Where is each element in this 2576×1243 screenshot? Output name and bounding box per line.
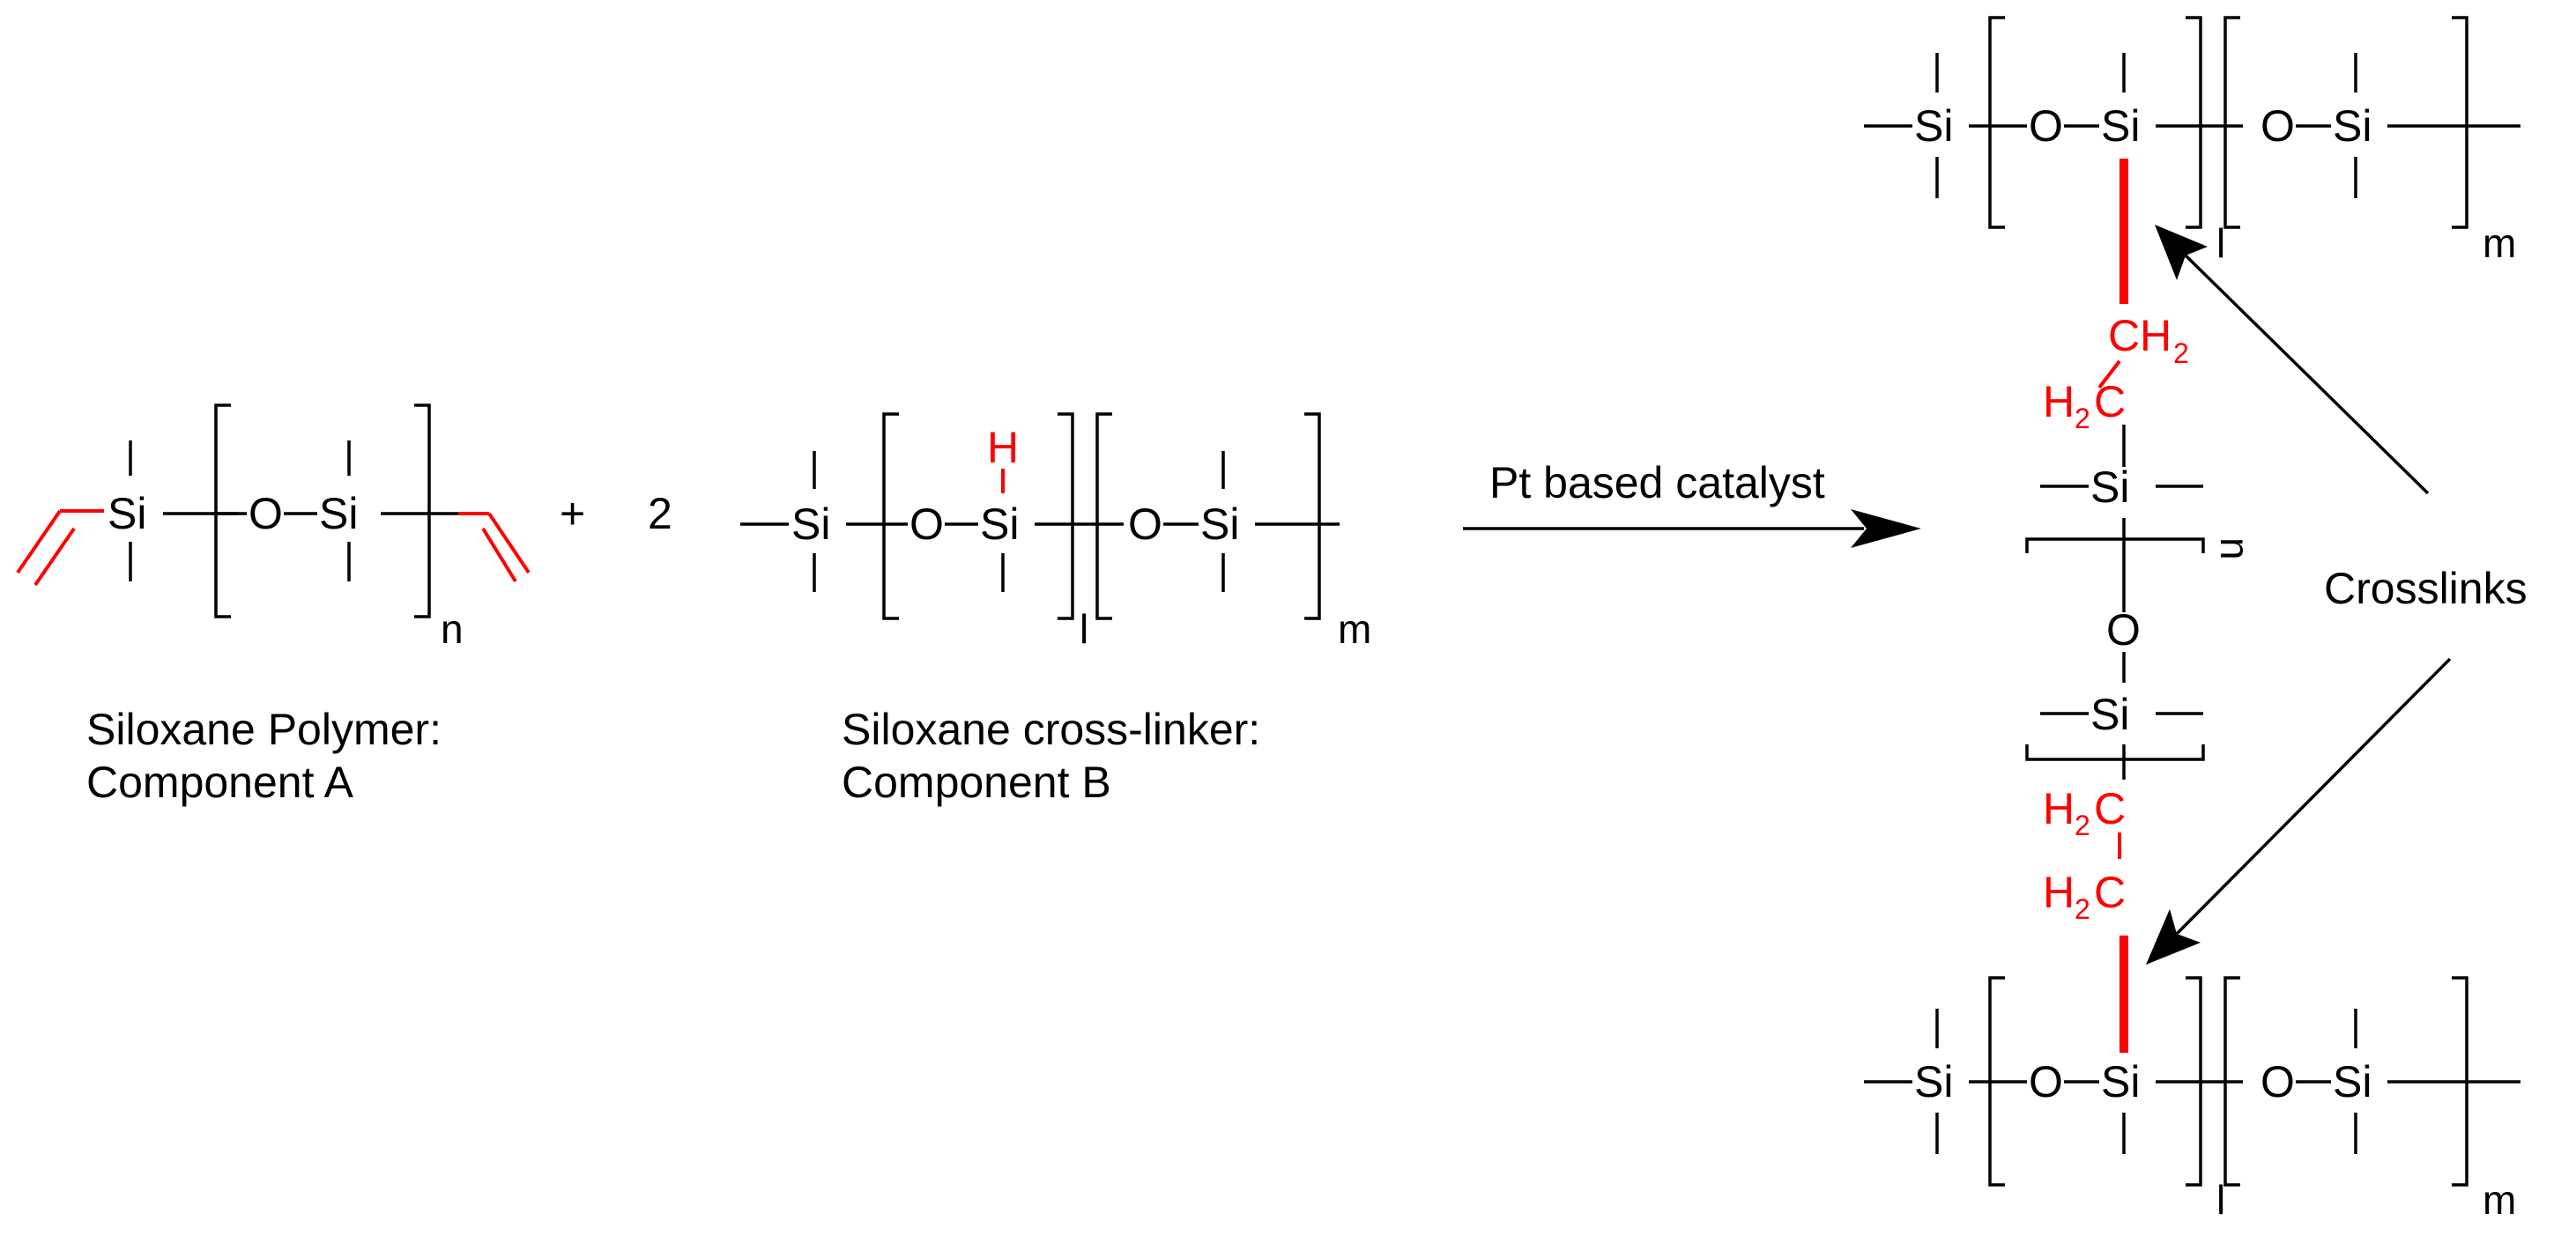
crosslink-lower: H 2 C H 2 C: [2043, 784, 2128, 1053]
atom-o: O: [2106, 605, 2141, 655]
atom-c: C: [2094, 784, 2126, 833]
component-a-caption-line2: Component A: [86, 758, 354, 807]
atom-c: C: [2094, 868, 2126, 917]
atom-si: Si: [1200, 499, 1239, 549]
component-b-structure: Si O H Si l O Si m: [740, 412, 1371, 652]
vinyl-group-left: [16, 509, 104, 587]
atom-o: O: [249, 489, 283, 538]
subscript-2: 2: [2173, 337, 2189, 369]
reaction-arrow: [1463, 509, 1921, 548]
atom-si: Si: [319, 489, 358, 538]
repeat-bracket-m-left: [1095, 412, 1112, 620]
atom-h: H: [2140, 311, 2171, 360]
atom-si: Si: [2333, 1057, 2372, 1106]
repeat-index-n: n: [441, 606, 464, 652]
crosslink-arrow-upper: [2155, 225, 2430, 495]
subscript-2: 2: [2075, 810, 2090, 841]
atom-si: Si: [791, 499, 830, 549]
crosslink-upper: C H 2 H 2 C: [2043, 159, 2189, 467]
atom-si: Si: [980, 499, 1019, 549]
atom-h: H: [2043, 784, 2075, 833]
atom-o: O: [2029, 1057, 2063, 1106]
atom-si: Si: [2090, 462, 2129, 512]
atom-si: Si: [2090, 690, 2129, 739]
repeat-index-m: m: [2483, 220, 2516, 266]
crosslink-arrow-lower: [2146, 657, 2452, 965]
component-b-caption-line1: Siloxane cross-linker:: [842, 705, 1260, 754]
repeat-bracket-m-right: [1304, 412, 1321, 620]
atom-o: O: [909, 499, 944, 549]
atom-o: O: [1128, 499, 1162, 549]
component-b-caption-line2: Component B: [842, 758, 1111, 807]
atom-c: C: [2108, 311, 2140, 360]
atom-o: O: [2260, 101, 2295, 151]
atom-si: Si: [2101, 1057, 2140, 1106]
subscript-2: 2: [2075, 403, 2090, 434]
stoichiometric-coefficient: 2: [648, 489, 672, 538]
repeat-bracket-right: [414, 403, 431, 618]
atom-h: H: [2043, 377, 2075, 426]
repeat-bracket-left: [214, 403, 231, 618]
repeat-bracket-l-right: [1058, 412, 1074, 620]
atom-si: Si: [1914, 1057, 1953, 1106]
atom-si: Si: [2101, 101, 2140, 151]
repeat-index-m: m: [2483, 1177, 2516, 1223]
component-a-caption-line1: Siloxane Polymer:: [86, 705, 442, 754]
atom-h: H: [2043, 868, 2075, 917]
repeat-index-l: l: [2216, 1177, 2225, 1223]
catalyst-label: Pt based catalyst: [1489, 458, 1825, 507]
atom-o: O: [2260, 1057, 2295, 1106]
repeat-index-l: l: [2216, 220, 2225, 266]
product-bottom-chain: Si O Si l O Si m: [1864, 976, 2520, 1223]
middle-siloxane-unit: Si n O Si: [2025, 462, 2258, 780]
repeat-index-n: n: [2212, 537, 2258, 560]
component-a-structure: Si O Si n: [16, 403, 531, 652]
atom-si: Si: [2333, 101, 2372, 151]
atom-c: C: [2094, 377, 2126, 426]
crosslinks-label: Crosslinks: [2324, 564, 2528, 613]
atom-si: Si: [1914, 101, 1953, 151]
atom-o: O: [2029, 101, 2063, 151]
product-top-chain: Si O Si l O Si m: [1864, 16, 2520, 266]
subscript-2: 2: [2075, 893, 2090, 925]
repeat-index-m: m: [1338, 606, 1371, 652]
atom-h: H: [987, 423, 1019, 472]
repeat-index-l: l: [1080, 606, 1088, 652]
plus-sign: +: [560, 489, 585, 538]
repeat-bracket-l-left: [882, 412, 899, 620]
atom-si: Si: [108, 489, 146, 538]
vinyl-group-right: [458, 512, 531, 583]
